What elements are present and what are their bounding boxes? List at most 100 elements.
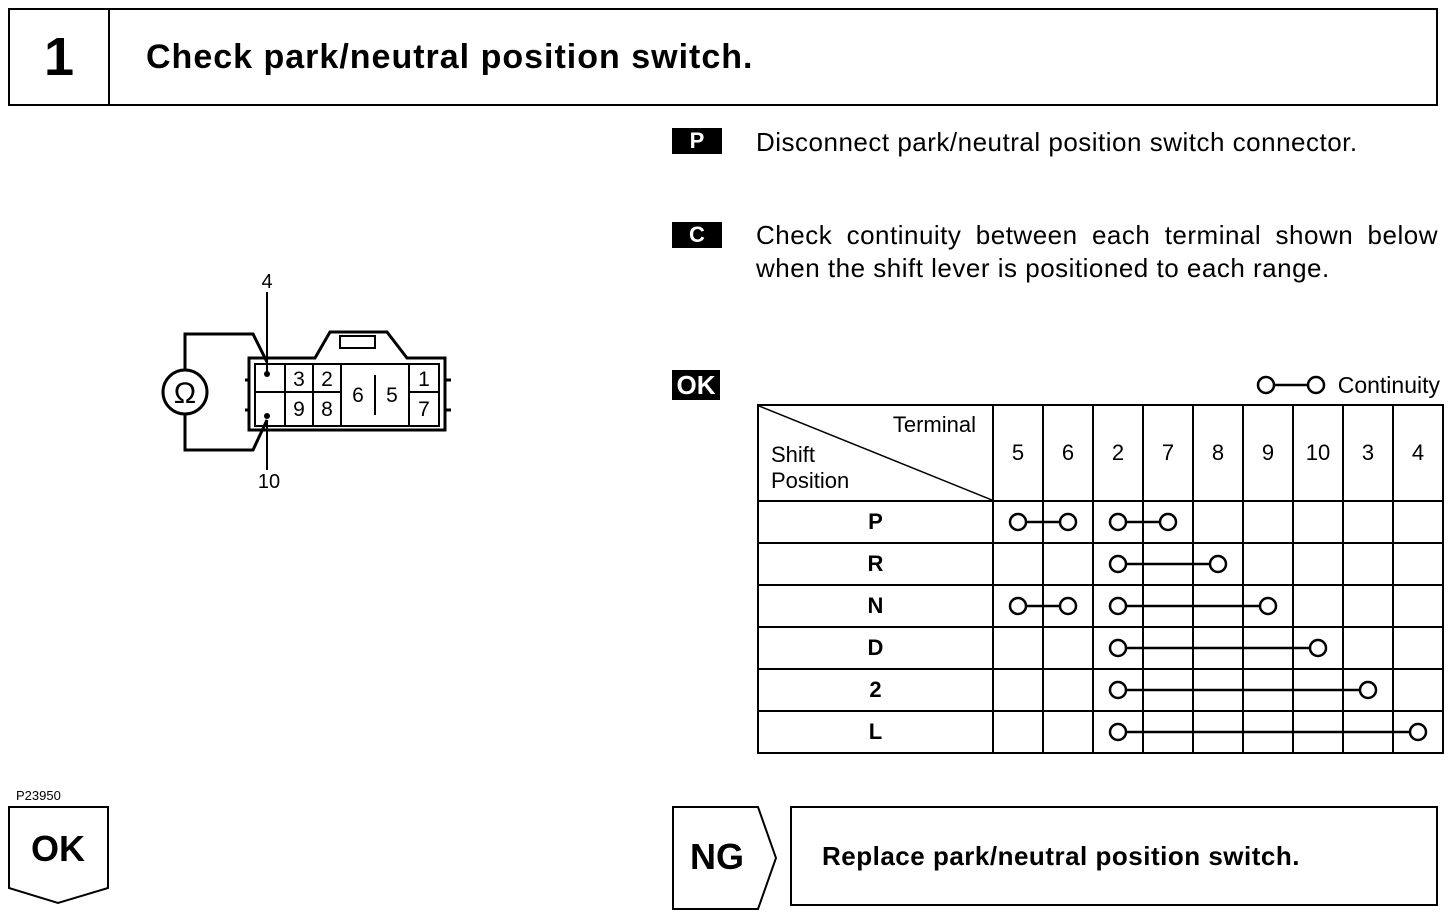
probe-label-bottom: 10	[258, 471, 280, 493]
continuity-cell	[1292, 500, 1344, 544]
continuity-symbol-icon	[1256, 375, 1325, 395]
ng-action-text: Replace park/neutral position switch.	[822, 840, 1300, 871]
shift-position-header: Shift Position	[771, 442, 850, 493]
terminal-label: 6	[352, 384, 364, 407]
terminal-label: 2	[321, 368, 333, 391]
continuity-cell	[1042, 542, 1094, 586]
terminal-column-header: 7	[1142, 404, 1194, 502]
continuity-cell	[1142, 584, 1194, 628]
shift-position-cell: R	[757, 542, 994, 586]
continuity-cell	[1092, 584, 1144, 628]
step-title: Check park/neutral position switch.	[146, 37, 754, 76]
table-row: N	[757, 584, 1444, 628]
continuity-legend: Continuity	[1220, 370, 1440, 400]
continuity-cell	[1392, 500, 1444, 544]
continuity-cell	[992, 584, 1044, 628]
continuity-cell	[1092, 626, 1144, 670]
continuity-cell	[1192, 626, 1244, 670]
ng-label: NG	[690, 836, 744, 877]
terminal-label: 7	[418, 398, 430, 421]
continuity-cell	[1342, 626, 1394, 670]
terminal-label: 1	[418, 368, 430, 391]
shift-position-cell: 2	[757, 668, 994, 712]
step-header: 1 Check park/neutral position switch.	[8, 8, 1438, 106]
continuity-cell	[1042, 668, 1094, 712]
continuity-cell	[1042, 626, 1094, 670]
ok-label: OK	[31, 828, 85, 869]
table-row: R	[757, 542, 1444, 586]
connector-diagram-svg: Ω 4 10 3 2 1 6 5 9 8 7	[161, 271, 451, 493]
terminal-column-header: 9	[1242, 404, 1294, 502]
continuity-cell	[1392, 584, 1444, 628]
badge-c: C	[672, 222, 722, 248]
terminal-label: 5	[386, 384, 398, 407]
continuity-cell	[1392, 542, 1444, 586]
shift-position-cell: D	[757, 626, 994, 670]
shift-position-cell: L	[757, 710, 994, 754]
continuity-cell	[1242, 710, 1294, 754]
terminal-column-header: 2	[1092, 404, 1144, 502]
continuity-cell	[1342, 584, 1394, 628]
terminal-column-header: 5	[992, 404, 1044, 502]
ohmmeter-icon	[161, 368, 209, 416]
terminal-label: 9	[293, 398, 305, 421]
continuity-cell	[1142, 542, 1194, 586]
continuity-cell	[1192, 542, 1244, 586]
continuity-cell	[1342, 668, 1394, 712]
continuity-cell	[1392, 626, 1444, 670]
step-number: 1	[10, 10, 110, 104]
continuity-cell	[1092, 710, 1144, 754]
shift-position-cell: P	[757, 500, 994, 544]
continuity-cell	[1192, 500, 1244, 544]
continuity-cell	[1092, 668, 1144, 712]
terminal-column-header: 10	[1292, 404, 1344, 502]
continuity-cell	[992, 710, 1044, 754]
continuity-cell	[1242, 584, 1294, 628]
continuity-cell	[1342, 710, 1394, 754]
continuity-cell	[1142, 626, 1194, 670]
ok-result-box: OK	[8, 806, 110, 906]
continuity-cell	[1292, 542, 1344, 586]
terminal-column-header: 4	[1392, 404, 1444, 502]
continuity-cell	[1042, 500, 1094, 544]
continuity-cell	[1292, 710, 1344, 754]
continuity-cell	[1092, 500, 1144, 544]
terminal-label: 3	[293, 368, 305, 391]
continuity-cell	[1292, 626, 1344, 670]
terminal-header: Terminal	[892, 412, 976, 437]
shift-position-cell: N	[757, 584, 994, 628]
table-row: 2	[757, 668, 1444, 712]
ng-action-box: Replace park/neutral position switch.	[790, 806, 1438, 906]
terminal-column-header: 8	[1192, 404, 1244, 502]
table-row: D	[757, 626, 1444, 670]
table-row: P	[757, 500, 1444, 544]
terminal-label: 8	[321, 398, 333, 421]
terminal-column-header: 3	[1342, 404, 1394, 502]
figure-code: P23950	[16, 788, 61, 803]
continuity-cell	[1292, 668, 1344, 712]
continuity-cell	[992, 542, 1044, 586]
connector-diagram: Ω 4 10 3 2 1 6 5 9 8 7	[155, 270, 465, 505]
badge-ok: OK	[672, 370, 720, 400]
continuity-cell	[1142, 668, 1194, 712]
continuity-cell	[992, 626, 1044, 670]
instruction-disconnect: Disconnect park/neutral position switch …	[756, 127, 1358, 157]
continuity-cell	[1192, 710, 1244, 754]
continuity-cell	[1242, 626, 1294, 670]
continuity-cell	[1192, 584, 1244, 628]
badge-p: P	[672, 128, 722, 154]
table-corner-header: Terminal Shift Position	[757, 404, 994, 502]
terminal-column-header: 6	[1042, 404, 1094, 502]
continuity-cell	[1242, 542, 1294, 586]
continuity-cell	[992, 668, 1044, 712]
legend-label: Continuity	[1337, 371, 1440, 398]
continuity-cell	[1042, 710, 1094, 754]
continuity-cell	[1142, 500, 1194, 544]
continuity-cell	[1142, 710, 1194, 754]
continuity-cell	[1342, 500, 1394, 544]
continuity-cell	[1242, 668, 1294, 712]
instruction-check: Check continuity between each terminal s…	[756, 220, 1438, 283]
continuity-cell	[1392, 668, 1444, 712]
probe-label-top: 4	[261, 271, 272, 293]
